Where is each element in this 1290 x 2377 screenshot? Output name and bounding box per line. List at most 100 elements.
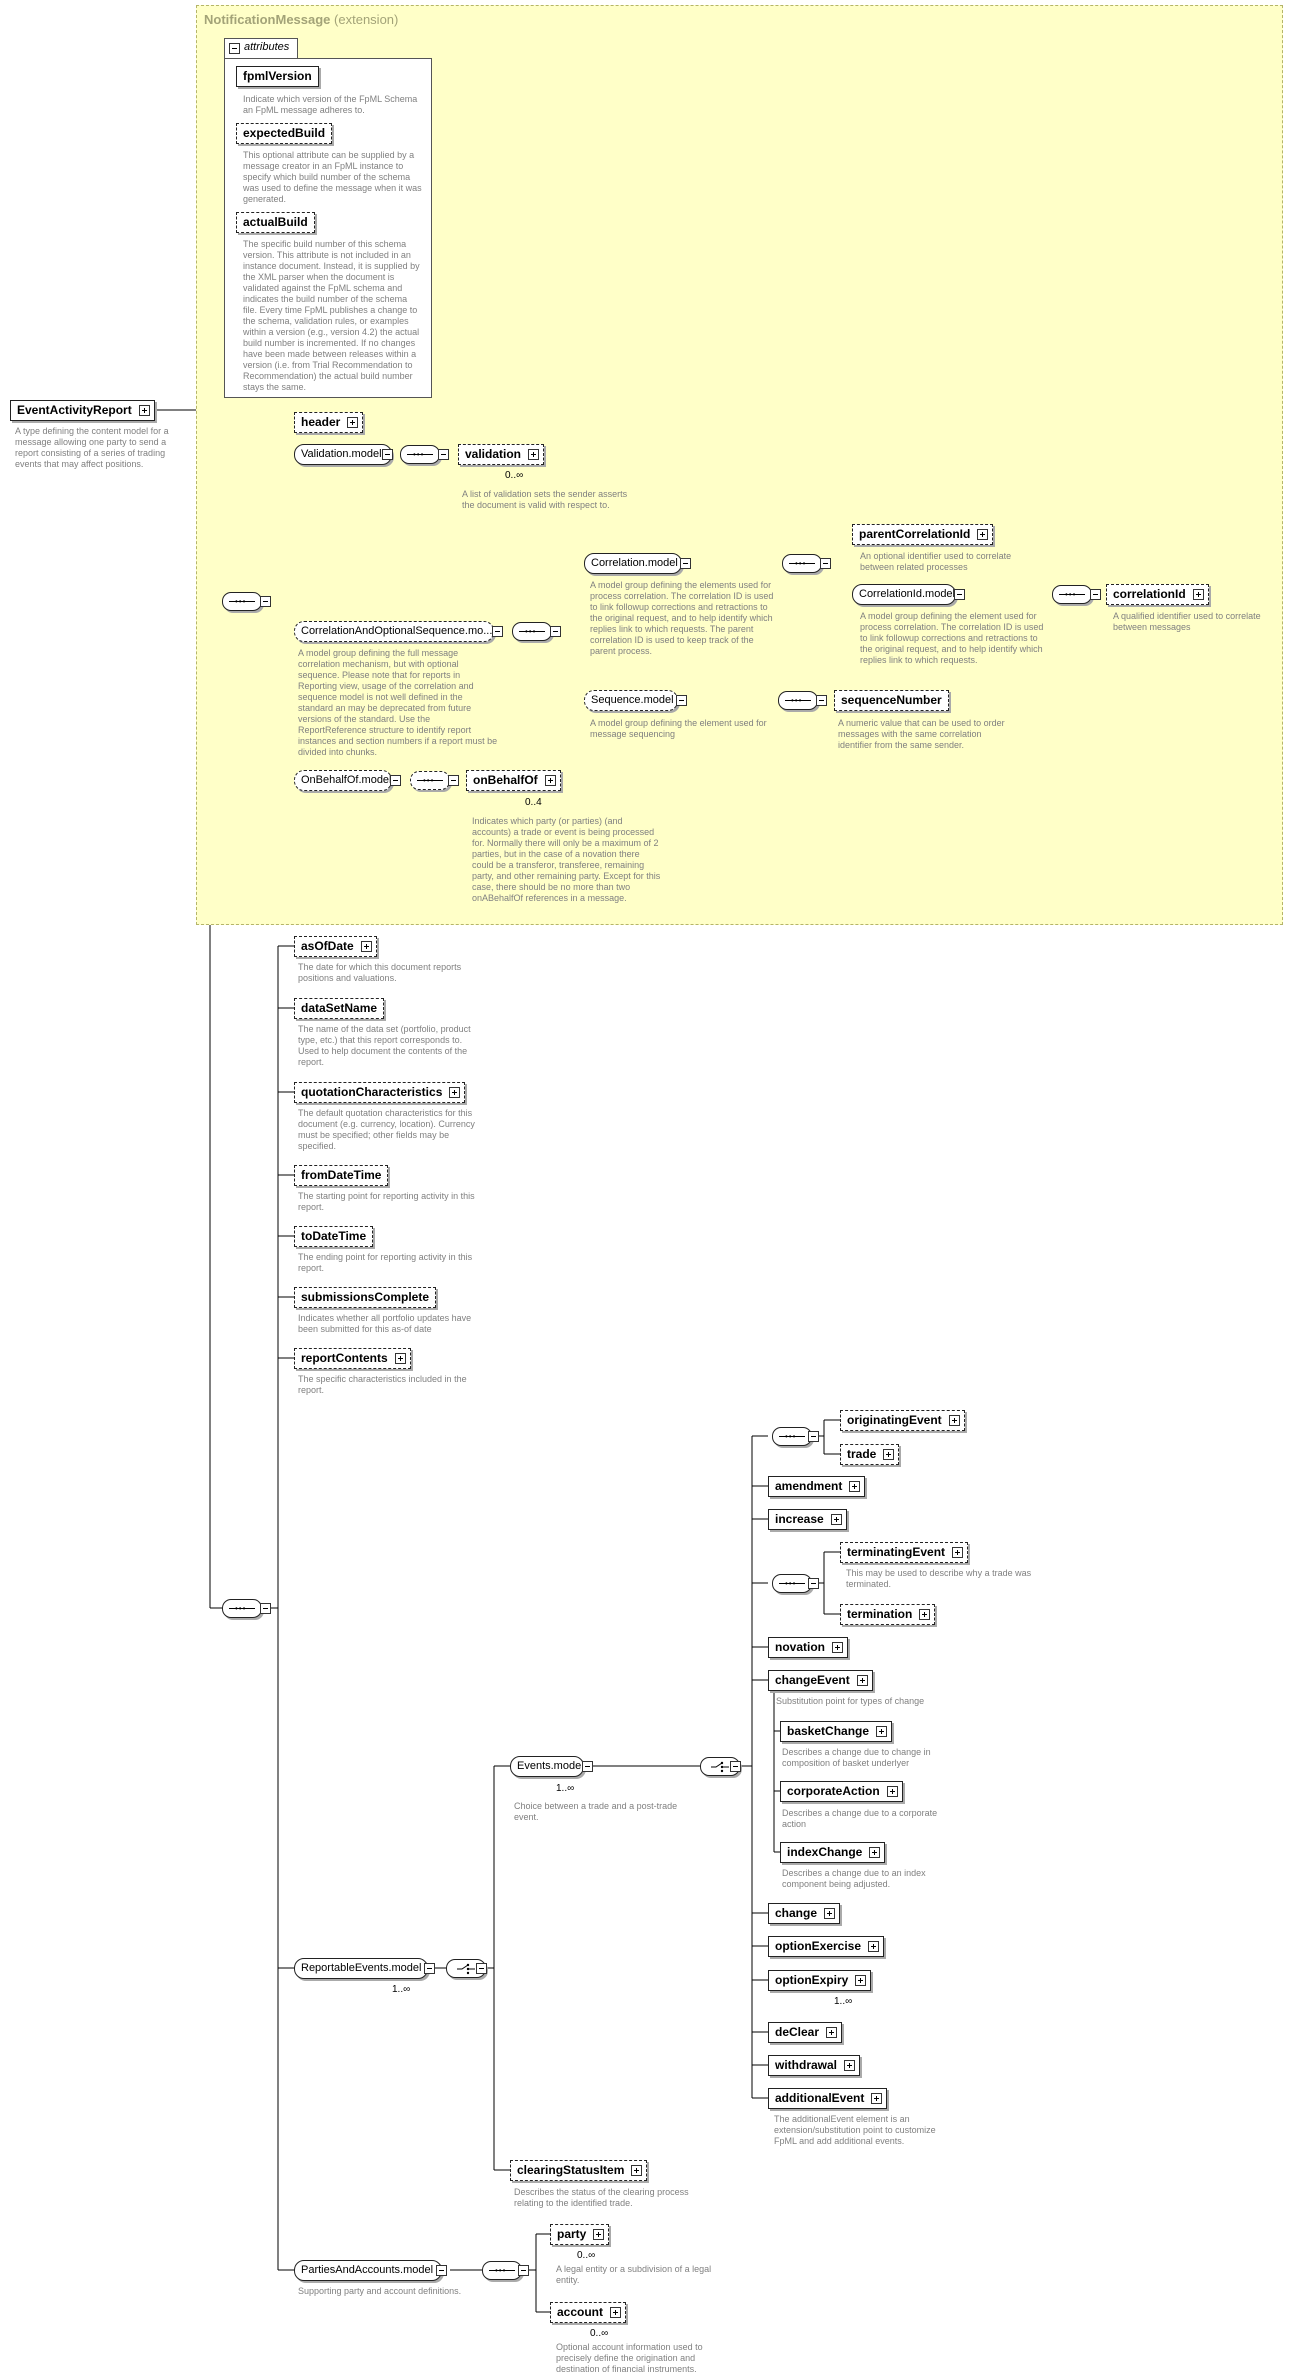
party-element[interactable]: party bbox=[550, 2224, 610, 2245]
fromDateTime-element[interactable]: fromDateTime bbox=[294, 1165, 389, 1186]
collapse-icon[interactable] bbox=[550, 626, 561, 637]
attr-fpmlVersion[interactable]: fpmlVersion bbox=[236, 66, 319, 87]
expand-icon[interactable] bbox=[844, 2060, 856, 2071]
correlation-sequence-model-group[interactable]: CorrelationAndOptionalSequence.mo... bbox=[294, 621, 494, 642]
collapse-icon[interactable] bbox=[582, 1761, 593, 1772]
correlationId-element[interactable]: correlationId bbox=[1106, 584, 1209, 605]
optionExpiry-element[interactable]: optionExpiry bbox=[768, 1970, 872, 1991]
expand-icon[interactable] bbox=[449, 1087, 461, 1098]
sequence-compositor[interactable]: ••• bbox=[772, 1574, 812, 1593]
sequence-compositor[interactable]: ••• bbox=[778, 691, 818, 710]
deClear-element[interactable]: deClear bbox=[768, 2022, 843, 2043]
additionalEvent-element[interactable]: additionalEvent bbox=[768, 2088, 888, 2109]
expand-icon[interactable] bbox=[138, 405, 150, 416]
quotationCharacteristics-element[interactable]: quotationCharacteristics bbox=[294, 1082, 466, 1103]
basketChange-element[interactable]: basketChange bbox=[780, 1721, 893, 1742]
expand-icon[interactable] bbox=[868, 1941, 880, 1952]
asOfDate-element[interactable]: asOfDate bbox=[294, 936, 377, 957]
sequence-compositor[interactable]: ••• bbox=[222, 1599, 262, 1618]
expand-icon[interactable] bbox=[347, 417, 359, 428]
optionExercise-element[interactable]: optionExercise bbox=[768, 1936, 885, 1957]
sequence-compositor[interactable]: ••• bbox=[222, 592, 262, 611]
sequence-compositor[interactable]: ••• bbox=[410, 771, 450, 790]
collapse-icon[interactable] bbox=[680, 558, 691, 569]
parentCorrelationId-element[interactable]: parentCorrelationId bbox=[852, 524, 994, 545]
onbehalfof-model-group[interactable]: OnBehalfOf.model bbox=[294, 770, 392, 791]
expand-icon[interactable] bbox=[824, 1908, 836, 1919]
root-element[interactable]: EventActivityReport bbox=[10, 400, 155, 421]
collapse-icon[interactable] bbox=[229, 43, 240, 54]
expand-icon[interactable] bbox=[886, 1786, 898, 1797]
collapse-icon[interactable] bbox=[492, 626, 503, 637]
collapse-icon[interactable] bbox=[382, 449, 393, 460]
expand-icon[interactable] bbox=[871, 2093, 883, 2104]
expand-icon[interactable] bbox=[832, 1642, 843, 1653]
withdrawal-element[interactable]: withdrawal bbox=[768, 2055, 861, 2076]
trade-element[interactable]: trade bbox=[840, 1444, 900, 1465]
reportable-events-model-group[interactable]: ReportableEvents.model bbox=[294, 1958, 428, 1979]
reportContents-element[interactable]: reportContents bbox=[294, 1348, 411, 1369]
collapse-icon[interactable] bbox=[808, 1431, 819, 1442]
expand-icon[interactable] bbox=[826, 2027, 838, 2038]
expand-icon[interactable] bbox=[856, 1675, 868, 1686]
corporateAction-element[interactable]: corporateAction bbox=[780, 1781, 903, 1802]
collapse-icon[interactable] bbox=[438, 449, 449, 460]
expand-icon[interactable] bbox=[883, 1449, 895, 1460]
change-element[interactable]: change bbox=[768, 1903, 841, 1924]
collapse-icon[interactable] bbox=[808, 1578, 819, 1589]
collapse-icon[interactable] bbox=[476, 1963, 487, 1974]
expand-icon[interactable] bbox=[876, 1726, 888, 1737]
collapse-icon[interactable] bbox=[448, 775, 459, 786]
sequence-compositor[interactable]: ••• bbox=[772, 1427, 812, 1446]
increase-element[interactable]: increase bbox=[768, 1509, 847, 1530]
expand-icon[interactable] bbox=[1192, 589, 1204, 600]
validation-element[interactable]: validation bbox=[458, 444, 545, 465]
collapse-icon[interactable] bbox=[820, 558, 831, 569]
dataSetName-element[interactable]: dataSetName bbox=[294, 998, 385, 1019]
termination-element[interactable]: termination bbox=[840, 1604, 936, 1625]
collapse-icon[interactable] bbox=[1090, 589, 1101, 600]
expand-icon[interactable] bbox=[919, 1609, 931, 1620]
amendment-element[interactable]: amendment bbox=[768, 1476, 866, 1497]
expand-icon[interactable] bbox=[869, 1847, 881, 1858]
collapse-icon[interactable] bbox=[390, 775, 401, 786]
collapse-icon[interactable] bbox=[676, 695, 687, 706]
indexChange-element[interactable]: indexChange bbox=[780, 1842, 886, 1863]
collapse-icon[interactable] bbox=[424, 1963, 435, 1974]
expand-icon[interactable] bbox=[528, 449, 540, 460]
collapse-icon[interactable] bbox=[816, 695, 827, 706]
expand-icon[interactable] bbox=[593, 2229, 605, 2240]
sequence-compositor[interactable]: ••• bbox=[400, 445, 440, 464]
expand-icon[interactable] bbox=[610, 2307, 622, 2318]
collapse-icon[interactable] bbox=[730, 1761, 741, 1772]
expand-icon[interactable] bbox=[394, 1353, 406, 1364]
expand-icon[interactable] bbox=[631, 2165, 643, 2176]
expand-icon[interactable] bbox=[855, 1975, 867, 1986]
terminatingEvent-element[interactable]: terminatingEvent bbox=[840, 1542, 969, 1563]
novation-element[interactable]: novation bbox=[768, 1637, 848, 1658]
changeEvent-element[interactable]: changeEvent bbox=[768, 1670, 873, 1691]
expand-icon[interactable] bbox=[360, 941, 372, 952]
sequence-compositor[interactable]: ••• bbox=[1052, 585, 1092, 604]
sequenceNumber-element[interactable]: sequenceNumber bbox=[834, 690, 949, 711]
clearingStatusItem-element[interactable]: clearingStatusItem bbox=[510, 2160, 648, 2181]
expand-icon[interactable] bbox=[977, 529, 989, 540]
events-model-group[interactable]: Events.model bbox=[510, 1756, 584, 1777]
toDateTime-element[interactable]: toDateTime bbox=[294, 1226, 374, 1247]
collapse-icon[interactable] bbox=[954, 589, 965, 600]
originatingEvent-element[interactable]: originatingEvent bbox=[840, 1410, 965, 1431]
expand-icon[interactable] bbox=[830, 1514, 842, 1525]
sequence-compositor[interactable]: ••• bbox=[782, 554, 822, 573]
sequence-model-group[interactable]: Sequence.model bbox=[584, 690, 678, 711]
onBehalfOf-element[interactable]: onBehalfOf bbox=[466, 770, 561, 791]
expand-icon[interactable] bbox=[544, 775, 556, 786]
sequence-compositor[interactable]: ••• bbox=[482, 2261, 522, 2280]
validation-model-group[interactable]: Validation.model bbox=[294, 444, 392, 465]
expand-icon[interactable] bbox=[849, 1481, 861, 1492]
correlation-model-group[interactable]: Correlation.model bbox=[584, 553, 682, 574]
expand-icon[interactable] bbox=[948, 1415, 960, 1426]
attr-expectedBuild[interactable]: expectedBuild bbox=[236, 123, 333, 144]
collapse-icon[interactable] bbox=[260, 596, 271, 607]
attr-actualBuild[interactable]: actualBuild bbox=[236, 212, 315, 233]
collapse-icon[interactable] bbox=[436, 2265, 447, 2276]
